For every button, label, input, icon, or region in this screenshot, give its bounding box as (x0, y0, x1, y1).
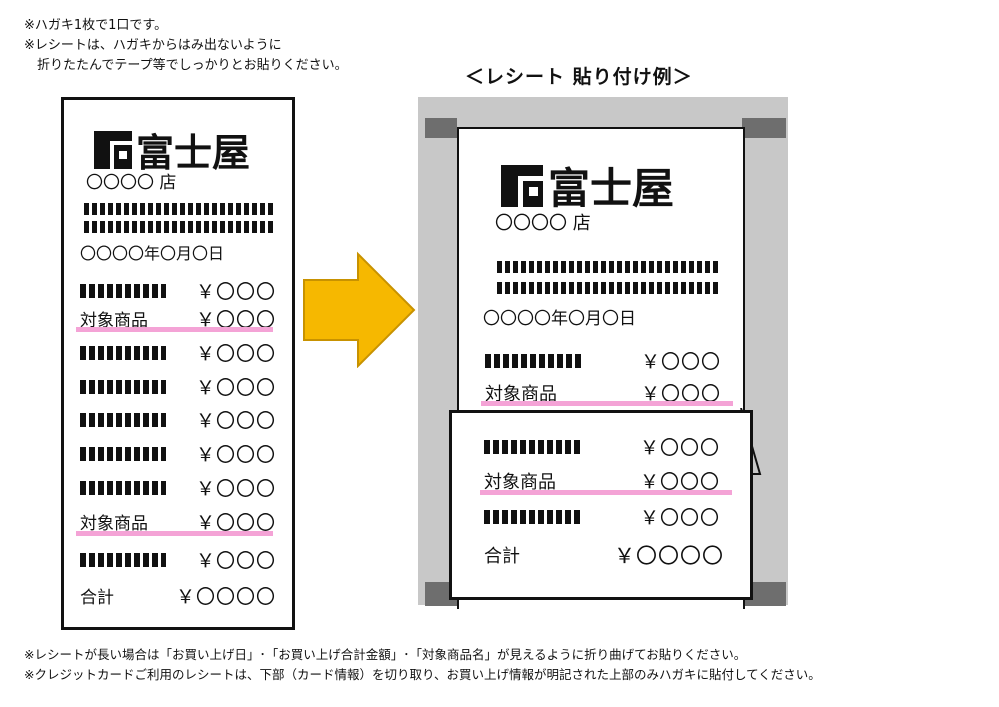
item-price: ￥〇〇〇 (195, 410, 276, 432)
line-item: ￥〇〇〇 (80, 546, 276, 573)
store-name: 富士屋 (548, 164, 675, 213)
item-price: ￥〇〇〇 (195, 309, 276, 331)
line-item: ￥〇〇〇 (80, 474, 276, 501)
note-one-per-card: ※ハガキ1枚で1口です。 (24, 18, 168, 33)
total-label: 合計 (484, 546, 520, 567)
line-item: ￥〇〇〇 (80, 277, 276, 304)
item-price: ￥〇〇〇 (195, 550, 276, 572)
receipt-original: 富士屋 〇〇〇〇 店 〇〇〇〇年〇月〇日 ￥〇〇〇 対象商品 ￥〇〇〇 ￥〇〇〇… (61, 97, 295, 630)
item-name-redacted (80, 552, 166, 567)
barcode-line-2 (84, 221, 274, 233)
store-branch: 〇〇〇〇 店 (86, 173, 177, 193)
store-name: 富士屋 (136, 130, 251, 175)
line-item: ￥〇〇〇 (80, 440, 276, 467)
tape-corner-top-right (742, 118, 786, 138)
line-item-target: 対象商品 ￥〇〇〇 (80, 508, 276, 535)
item-name-redacted (80, 379, 166, 394)
highlight-underline (76, 531, 273, 536)
store-branch: 〇〇〇〇 店 (495, 213, 591, 234)
purchase-date: 〇〇〇〇年〇月〇日 (80, 244, 225, 263)
line-item-target: 対象商品 ￥〇〇〇 (485, 379, 721, 406)
line-item: ￥〇〇〇 (484, 433, 720, 460)
line-item: ￥〇〇〇 (485, 347, 721, 374)
item-name-redacted (80, 283, 166, 298)
item-price: ￥〇〇〇 (640, 351, 721, 373)
item-name-redacted (80, 412, 166, 427)
target-item-label: 対象商品 (80, 514, 148, 534)
barcode-line-1 (497, 261, 719, 273)
store-logo: 富士屋 (94, 122, 250, 177)
line-item-target: 対象商品 ￥〇〇〇 (80, 305, 276, 332)
item-price: ￥〇〇〇 (639, 507, 720, 529)
line-item-target: 対象商品 ￥〇〇〇 (484, 467, 720, 494)
line-item: ￥〇〇〇 (484, 503, 720, 530)
total-row: 合計 ￥〇〇〇〇 (484, 540, 724, 570)
note-long-receipt: ※レシートが長い場合は「お買い上げ日」･「お買い上げ合計金額」･「対象商品名」が… (24, 647, 747, 662)
item-name-redacted (485, 353, 583, 368)
item-price: ￥〇〇〇 (195, 281, 276, 303)
item-price: ￥〇〇〇 (195, 512, 276, 534)
item-price: ￥〇〇〇 (195, 478, 276, 500)
item-price: ￥〇〇〇 (195, 343, 276, 365)
store-logo-icon (94, 130, 132, 169)
note-credit-card: ※クレジットカードご利用のレシートは、下部（カード情報）を切り取り、お買い上げ情… (24, 667, 821, 682)
arrow-right-icon (303, 251, 416, 368)
item-price: ￥〇〇〇 (640, 383, 721, 405)
item-name-redacted (484, 439, 582, 454)
tape-corner-top-left (425, 118, 457, 138)
total-price: ￥〇〇〇〇 (614, 544, 724, 568)
item-name-redacted (80, 480, 166, 495)
example-title: ＜レシート 貼り付け例＞ (465, 66, 693, 88)
highlight-underline (481, 401, 733, 406)
item-price: ￥〇〇〇 (195, 377, 276, 399)
item-name-redacted (80, 446, 166, 461)
receipt-lower-part: ￥〇〇〇 対象商品 ￥〇〇〇 ￥〇〇〇 合計 ￥〇〇〇〇 (449, 410, 753, 600)
total-row: 合計 ￥〇〇〇〇 (80, 582, 276, 609)
item-name-redacted (80, 345, 166, 360)
item-price: ￥〇〇〇 (639, 471, 720, 493)
store-logo: 富士屋 (501, 155, 674, 216)
total-price: ￥〇〇〇〇 (175, 586, 276, 608)
highlight-underline (76, 327, 273, 332)
purchase-date: 〇〇〇〇年〇月〇日 (483, 309, 636, 329)
store-logo-icon (501, 164, 543, 207)
note-fold-receipt: ※レシートは、ハガキからはみ出ないように (24, 38, 282, 53)
line-item: ￥〇〇〇 (80, 406, 276, 433)
line-item: ￥〇〇〇 (80, 339, 276, 366)
total-label: 合計 (80, 588, 114, 608)
highlight-underline (480, 490, 732, 495)
target-item-label: 対象商品 (484, 471, 556, 493)
line-item: ￥〇〇〇 (80, 373, 276, 400)
item-price: ￥〇〇〇 (639, 437, 720, 459)
note-tape-instruction: 折りたたんでテープ等でしっかりとお貼りください。 (24, 58, 348, 73)
item-price: ￥〇〇〇 (195, 444, 276, 466)
target-item-label: 対象商品 (485, 383, 557, 405)
target-item-label: 対象商品 (80, 311, 148, 331)
barcode-line-2 (497, 282, 719, 294)
barcode-line-1 (84, 203, 274, 215)
item-name-redacted (484, 509, 582, 524)
